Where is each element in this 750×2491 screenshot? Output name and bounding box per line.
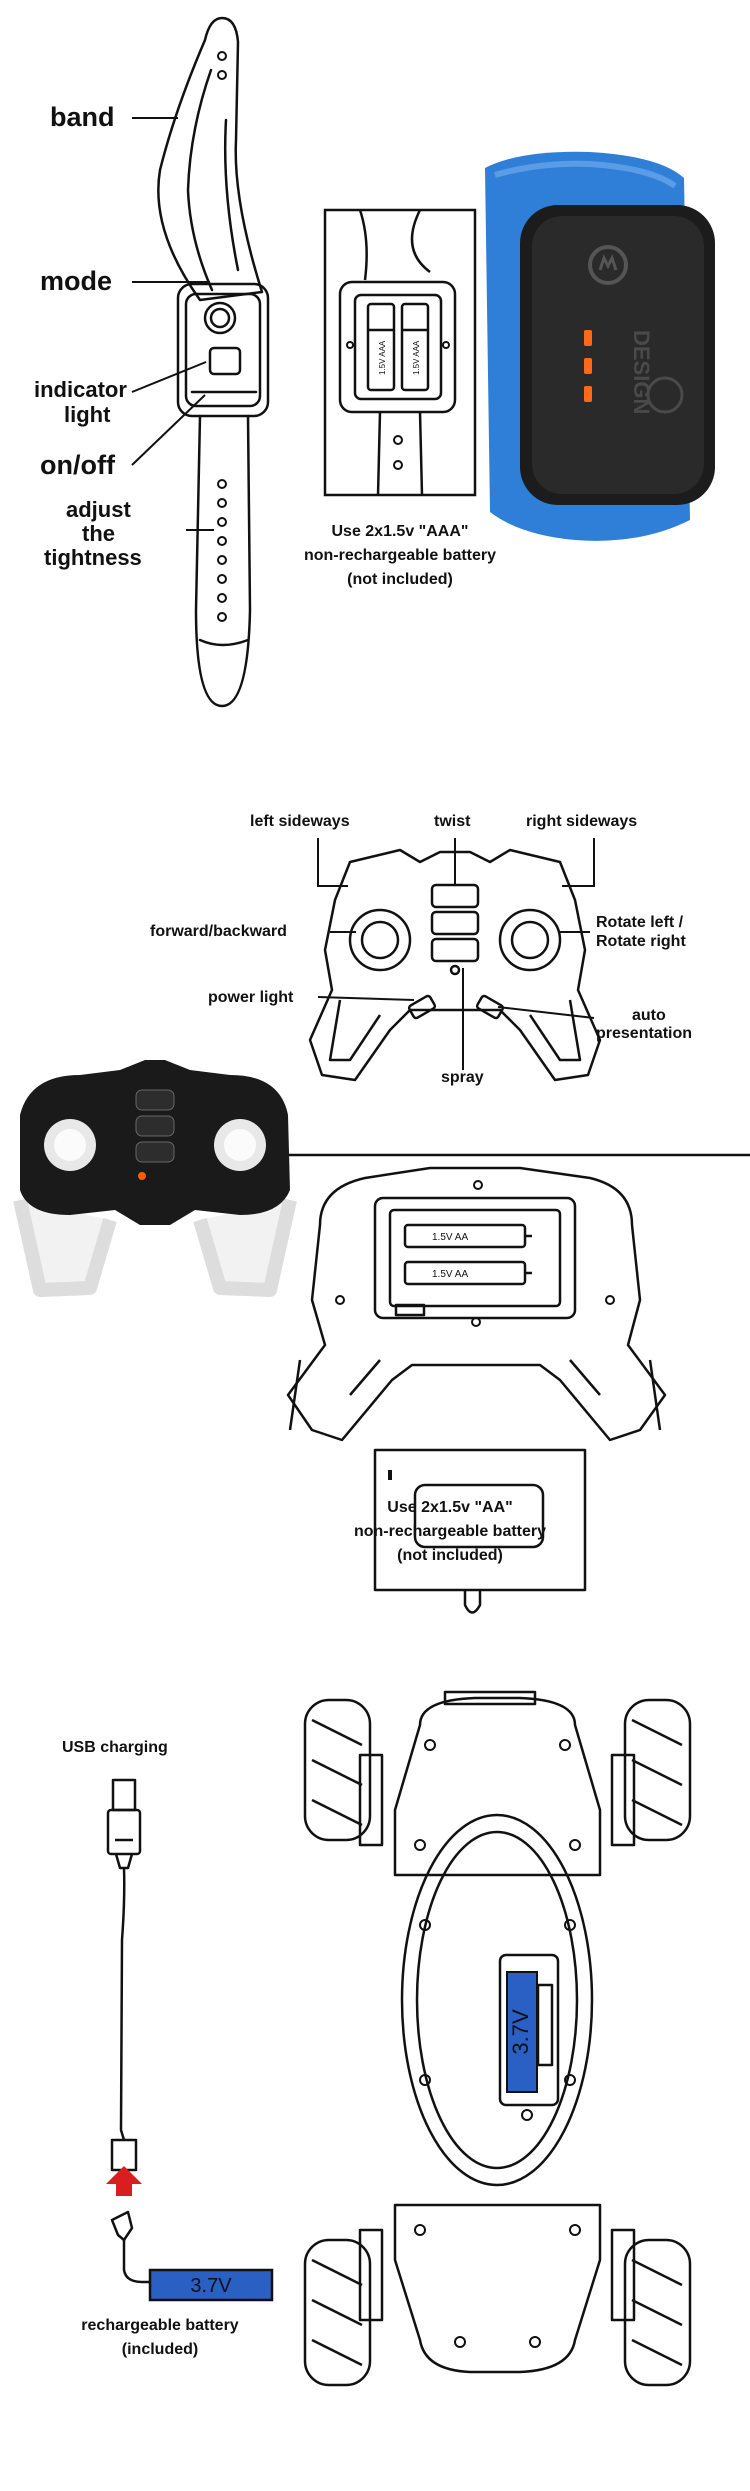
remote-photo-grips bbox=[13, 1198, 297, 1297]
watch-line-drawing: 1.5V AAA 1.5V AAA DESIGN bbox=[131, 16, 715, 708]
label-right-sideways: right sideways bbox=[526, 813, 638, 830]
battery-voltage-label: 3.7V bbox=[190, 2275, 232, 2297]
remote-note-line-2: non-rechargeable battery bbox=[353, 1523, 547, 1540]
car-battery-voltage-label: 3.7V bbox=[508, 2009, 533, 2055]
label-the: the bbox=[82, 521, 115, 546]
label-indicator: indicator bbox=[34, 377, 127, 402]
remote-battery-note: Use 2x1.5v "AA" non-rechargeable battery… bbox=[330, 1496, 570, 1568]
label-rotate-right: Rotate right bbox=[596, 933, 686, 950]
label-forward-backward: forward/backward bbox=[150, 923, 287, 940]
watch-mode-button[interactable] bbox=[646, 376, 684, 414]
wheel-front-right bbox=[623, 1698, 692, 1842]
wheel-front-left bbox=[303, 1698, 372, 1842]
label-band: band bbox=[50, 102, 115, 132]
led-indicator bbox=[584, 330, 592, 346]
watch-battery-label-1: 1.5V AAA bbox=[378, 340, 387, 375]
label-twist: twist bbox=[434, 813, 471, 830]
rechargeable-battery bbox=[148, 2268, 274, 2302]
label-spray: spray bbox=[441, 1069, 484, 1086]
remote-battery-label-2: 1.5V AA bbox=[432, 1269, 468, 1280]
remote-battery-label-1: 1.5V AA bbox=[432, 1232, 468, 1243]
label-mode: mode bbox=[40, 266, 113, 296]
remote-line-drawing: 1.5V AA 1.5V AA bbox=[13, 838, 750, 1614]
rechargeable-note-line-2: (included) bbox=[121, 2341, 199, 2358]
remote-note-line-3: (not included) bbox=[397, 1547, 503, 1564]
connect-arrow bbox=[106, 2166, 142, 2196]
label-light: light bbox=[64, 402, 111, 427]
label-rotate-left: Rotate left / bbox=[596, 914, 684, 931]
watch-note-line-2: non-rechargeable battery bbox=[303, 547, 497, 564]
label-power-light: power light bbox=[208, 989, 294, 1006]
rechargeable-battery-note: rechargeable battery (included) bbox=[70, 2314, 250, 2362]
label-adjust: adjust bbox=[66, 497, 131, 522]
label-auto: auto bbox=[632, 1007, 666, 1024]
watch-battery-label-2: 1.5V AAA bbox=[412, 340, 421, 375]
remote-power-led bbox=[138, 1172, 146, 1180]
wheel-rear-left bbox=[303, 2238, 372, 2387]
watch-battery-note: Use 2x1.5v "AAA" non-rechargeable batter… bbox=[290, 520, 510, 592]
label-usb-charging: USB charging bbox=[62, 1739, 168, 1756]
label-left-sideways: left sideways bbox=[250, 813, 350, 830]
rechargeable-note-line-1: rechargeable battery bbox=[81, 2317, 239, 2334]
label-tightness: tightness bbox=[44, 545, 142, 570]
watch-note-line-3: (not included) bbox=[347, 571, 453, 588]
car-battery bbox=[506, 1971, 538, 2093]
wheel-rear-right bbox=[623, 2238, 692, 2387]
remote-note-line-1: Use 2x1.5v "AA" bbox=[387, 1499, 513, 1516]
label-on-off: on/off bbox=[40, 450, 115, 480]
watch-note-line-1: Use 2x1.5v "AAA" bbox=[331, 523, 469, 540]
label-presentation: presentation bbox=[596, 1025, 693, 1042]
